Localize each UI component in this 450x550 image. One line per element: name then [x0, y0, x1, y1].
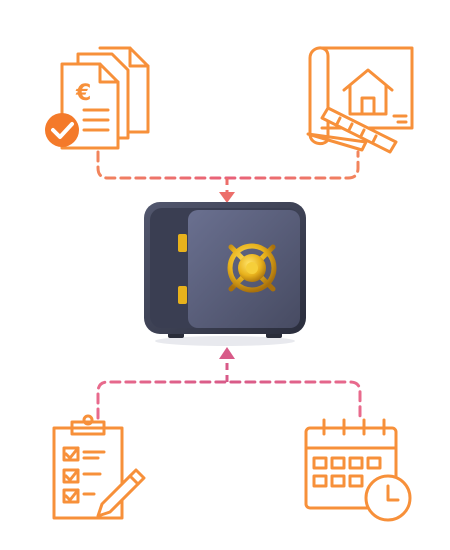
check-badge-icon: [45, 113, 79, 147]
calendar-clock-icon: [304, 418, 412, 522]
safe-dial-icon: [219, 235, 285, 301]
safe-hinge-top: [178, 234, 187, 252]
invoice-euro-icon: €: [45, 46, 150, 150]
bottom-connector-line: [96, 380, 362, 420]
up-arrow-head: [219, 347, 235, 359]
safe-vault-icon: [144, 202, 306, 346]
blueprint-house-icon: [306, 46, 414, 154]
euro-symbol: €: [75, 81, 91, 106]
safe-hinge-bottom: [178, 286, 187, 304]
clipboard-checklist-icon: [52, 414, 146, 520]
down-arrow-head: [219, 192, 235, 203]
